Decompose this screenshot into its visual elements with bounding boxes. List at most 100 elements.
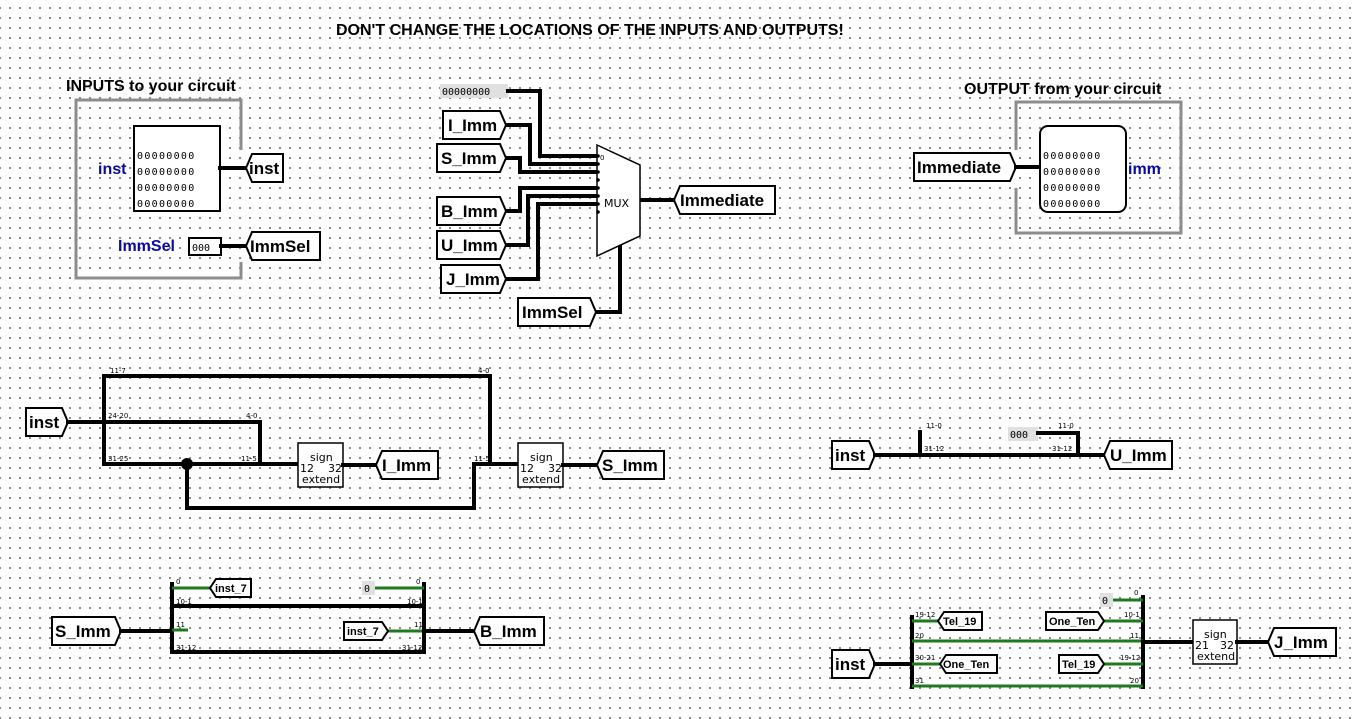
svg-text:31-12: 31-12 <box>176 644 196 652</box>
mux-select-wire <box>594 240 622 314</box>
svg-text:J_Imm: J_Imm <box>1274 633 1328 652</box>
immsel-tunnel[interactable]: ImmSel <box>244 231 321 261</box>
svg-text:24-20: 24-20 <box>108 412 128 420</box>
svg-text:00000000: 00000000 <box>1043 199 1102 210</box>
sign-extend-s[interactable]: sign 12 32 extend <box>517 442 564 488</box>
svg-text:00000000: 00000000 <box>1043 167 1102 178</box>
u-constant: 000 <box>1010 430 1028 441</box>
u-inst-tunnel[interactable]: inst <box>831 440 877 470</box>
inst-input-pin[interactable]: 00000000 00000000 00000000 00000000 <box>133 125 221 212</box>
j-oneten-out-tunnel[interactable]: One_Ten <box>938 654 998 674</box>
j-section: inst 19-12 20 30-21 31 0 10-1 11 19-12 2… <box>831 589 1337 689</box>
b-inst7-out-tunnel[interactable]: inst_7 <box>208 578 252 598</box>
mux-select-tunnel[interactable]: ImmSel <box>517 297 598 327</box>
wire-junction <box>181 458 193 470</box>
mux-input-j-imm[interactable]: J_Imm <box>440 264 508 294</box>
svg-text:11: 11 <box>1130 632 1139 640</box>
output-region: Immediate 000000000000000000000000000000… <box>913 100 1183 235</box>
svg-text:11-0: 11-0 <box>926 422 942 430</box>
j-tel19-out-tunnel[interactable]: Tel_19 <box>936 611 983 631</box>
svg-text:11-5: 11-5 <box>241 455 257 463</box>
svg-text:0: 0 <box>1134 589 1138 597</box>
mux-port-zero: 0 <box>600 154 604 162</box>
svg-text:00000000: 00000000 <box>137 167 196 178</box>
svg-text:One_Ten: One_Ten <box>943 659 990 671</box>
svg-text:0: 0 <box>416 578 420 586</box>
svg-text:00000000: 00000000 <box>1043 183 1102 194</box>
svg-text:00000000: 00000000 <box>137 151 196 162</box>
svg-text:B_Imm: B_Imm <box>480 622 537 641</box>
svg-text:10-1: 10-1 <box>176 598 192 606</box>
b-imm-tunnel[interactable]: B_Imm <box>472 616 545 646</box>
svg-text:inst: inst <box>29 413 60 432</box>
immediate-tunnel[interactable]: Immediate <box>913 152 1018 182</box>
warning-banner: DON'T CHANGE THE LOCATIONS OF THE INPUTS… <box>336 22 844 39</box>
j-imm-tunnel[interactable]: J_Imm <box>1266 627 1337 657</box>
svg-text:4-0: 4-0 <box>478 367 489 375</box>
svg-text:000: 000 <box>192 243 210 254</box>
output-heading: OUTPUT from your circuit <box>964 81 1162 98</box>
mux-port-dot <box>596 178 600 182</box>
immsel-tunnel-label: ImmSel <box>250 237 310 256</box>
svg-text:00000000: 00000000 <box>1043 151 1102 162</box>
mux-output-tunnel[interactable]: Immediate <box>672 185 776 215</box>
svg-text:0: 0 <box>176 578 180 586</box>
mux-wire-0 <box>506 89 600 158</box>
svg-text:31-12: 31-12 <box>1052 445 1072 453</box>
svg-text:extend: extend <box>1197 650 1235 663</box>
j-inst-tunnel[interactable]: inst <box>831 649 877 679</box>
svg-text:I_Imm: I_Imm <box>382 456 431 475</box>
i-imm-tunnel[interactable]: I_Imm <box>374 450 439 480</box>
b-inst7-in-tunnel[interactable]: inst_7 <box>343 621 390 641</box>
inst-tunnel[interactable]: inst <box>244 153 284 183</box>
is-inst-tunnel[interactable]: inst <box>25 407 70 437</box>
svg-text:00000000: 00000000 <box>137 199 196 210</box>
mux-block[interactable]: MUX 0 <box>596 143 641 258</box>
mux-wire-1 <box>504 123 600 166</box>
j-oneten-in-tunnel[interactable]: One_Ten <box>1045 611 1106 631</box>
svg-text:sign: sign <box>530 451 553 464</box>
u-imm-tunnel[interactable]: U_Imm <box>1102 440 1173 470</box>
svg-text:20: 20 <box>915 632 924 640</box>
mux-port-dot <box>596 194 600 198</box>
mux-label: MUX <box>604 197 630 210</box>
mux-input-i-imm[interactable]: I_Imm <box>442 110 508 140</box>
svg-text:20: 20 <box>1130 677 1139 685</box>
mux-wire-3 <box>504 186 600 213</box>
svg-text:ImmSel: ImmSel <box>522 303 582 322</box>
svg-text:inst: inst <box>835 655 866 674</box>
mux-port-dot <box>596 210 600 214</box>
svg-text:31-25: 31-25 <box>108 455 128 463</box>
imm-output-pin[interactable]: 00000000 00000000 00000000 00000000 <box>1039 125 1127 213</box>
sign-extend-j[interactable]: sign 21 32 extend <box>1192 619 1238 665</box>
s-imm-tunnel[interactable]: S_Imm <box>595 450 665 480</box>
immsel-input-pin[interactable]: 000 <box>188 237 222 256</box>
mux-port-dot <box>596 170 600 174</box>
svg-text:19-12: 19-12 <box>1120 654 1140 662</box>
svg-text:inst_7: inst_7 <box>215 583 247 595</box>
svg-text:B_Imm: B_Imm <box>441 202 498 221</box>
sign-extend-i[interactable]: sign 12 32 extend <box>297 442 344 488</box>
mux-constant-bg <box>440 84 508 98</box>
svg-text:S_Imm: S_Imm <box>441 149 497 168</box>
svg-text:Tel_19: Tel_19 <box>1062 659 1095 671</box>
b-s-imm-tunnel[interactable]: S_Imm <box>51 616 123 646</box>
u-section: inst 11-0 31-12 000 11-0 31-12 U_Imm <box>831 422 1173 470</box>
mux-input-b-imm[interactable]: B_Imm <box>436 196 508 226</box>
svg-text:00000000: 00000000 <box>137 183 196 194</box>
svg-text:11: 11 <box>176 621 185 629</box>
j-tel19-in-tunnel[interactable]: Tel_19 <box>1058 654 1106 674</box>
mux-section: 00000000 MUX 0 I_Imm S_Imm B_Imm <box>436 84 776 327</box>
inputs-frame <box>74 98 243 280</box>
svg-text:19-12: 19-12 <box>915 611 935 619</box>
mux-wire-5 <box>504 202 600 281</box>
b-section: S_Imm 0 10-1 11 31-12 0 10-1 11 31-12 in… <box>51 578 545 654</box>
svg-text:21: 21 <box>1195 639 1209 652</box>
mux-input-u-imm[interactable]: U_Imm <box>436 230 508 260</box>
inputs-region: 00000000 00000000 00000000 00000000 inst 00… <box>74 98 321 280</box>
svg-text:I_Imm: I_Imm <box>448 116 497 135</box>
mux-port-dot <box>596 162 600 166</box>
svg-text:sign: sign <box>310 451 333 464</box>
svg-text:inst: inst <box>835 446 866 465</box>
mux-input-s-imm[interactable]: S_Imm <box>436 143 508 173</box>
